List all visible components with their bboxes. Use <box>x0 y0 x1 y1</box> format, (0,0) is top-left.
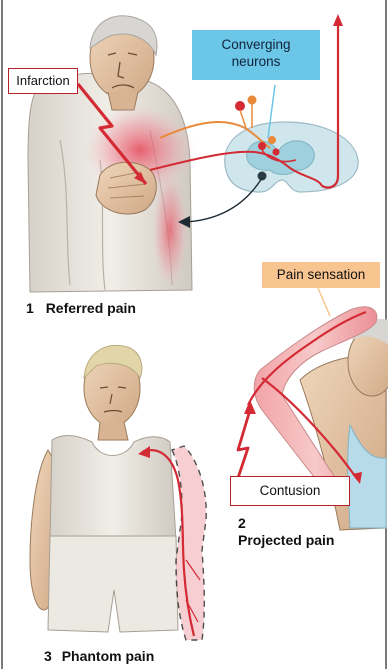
panel3-caption: 3 Phantom pain <box>44 648 154 664</box>
converging-neurons-line1: Converging <box>192 36 320 53</box>
pain-sensation-label: Pain sensation <box>277 267 366 282</box>
infarction-label-box: Infarction <box>8 68 78 94</box>
arm-pain-area <box>152 170 188 290</box>
panel1-title: Referred pain <box>46 300 136 316</box>
pain-sensation-label-box: Pain sensation <box>262 262 380 288</box>
panel3-title: Phantom pain <box>62 648 155 664</box>
contusion-label-box: Contusion <box>230 476 350 506</box>
infarction-label: Infarction <box>16 73 69 88</box>
panel1-number: 1 <box>26 300 34 316</box>
phantom-pain-illustration <box>30 345 206 640</box>
contusion-bolt <box>238 410 250 478</box>
converging-neurons-line2: neurons <box>192 53 320 70</box>
converging-neurons-label-box: Converging neurons <box>192 30 320 80</box>
panel2-title: Projected pain <box>238 532 334 549</box>
panel2-number: 2 <box>238 515 334 532</box>
panel3-number: 3 <box>44 648 52 664</box>
man3-shorts <box>48 536 178 632</box>
man-hand <box>96 162 156 214</box>
contusion-label: Contusion <box>260 483 321 498</box>
panel1-caption: 1 Referred pain <box>26 300 136 316</box>
panel2-caption: 2 Projected pain <box>238 515 334 549</box>
